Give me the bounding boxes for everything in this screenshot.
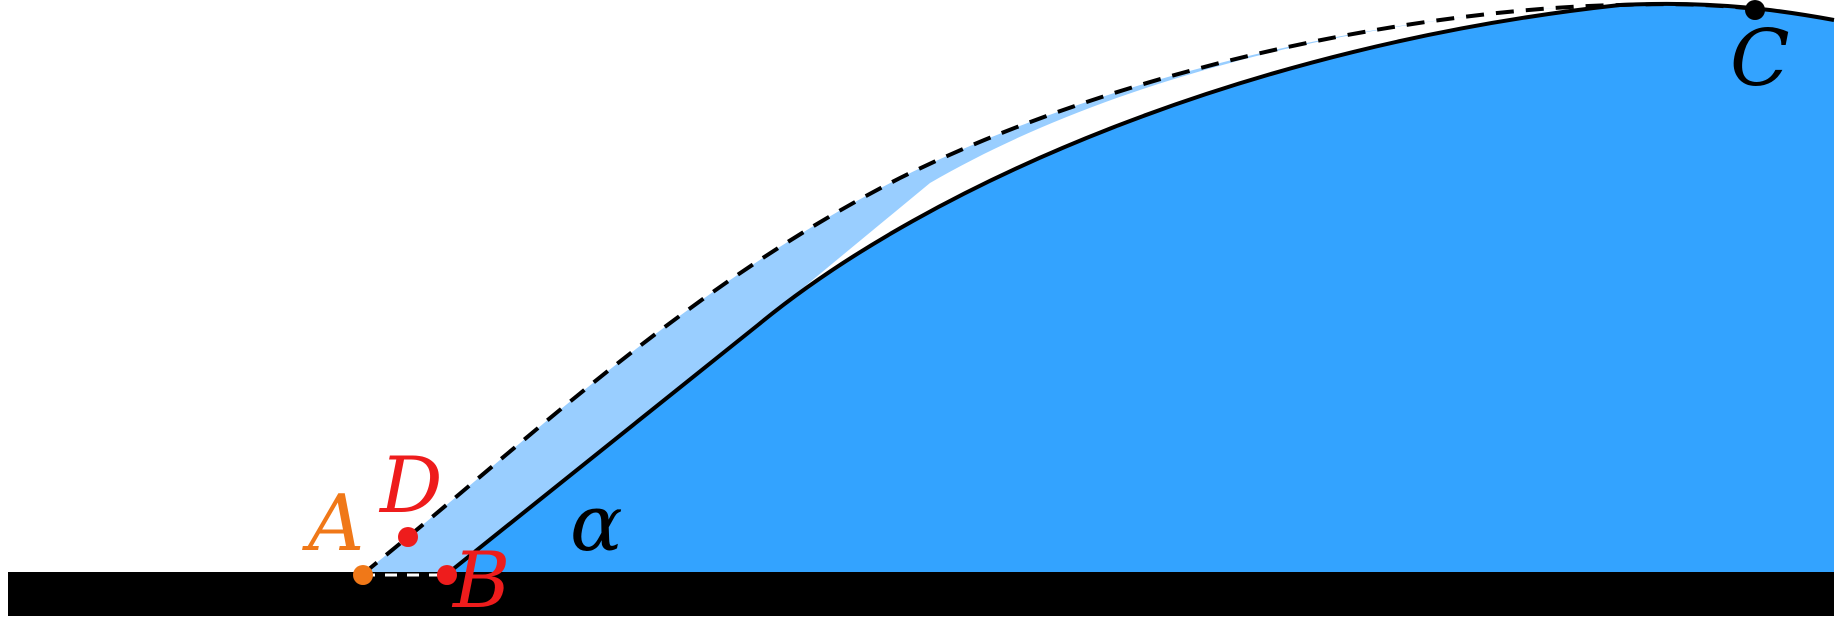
- label-b: B: [451, 536, 510, 620]
- dashed-interface-curve: [361, 2, 1761, 576]
- substrate: [8, 572, 1834, 616]
- liquid-body: [447, 3, 1834, 575]
- point-b-marker: [437, 565, 457, 585]
- label-d: D: [378, 441, 443, 531]
- point-d-marker: [398, 527, 418, 547]
- label-c: C: [1730, 14, 1790, 104]
- precursor-film-region: [363, 5, 1620, 574]
- label-a: A: [302, 479, 364, 569]
- point-c-marker: [1745, 0, 1765, 20]
- point-a-marker: [353, 565, 373, 585]
- label-alpha: α: [570, 479, 623, 569]
